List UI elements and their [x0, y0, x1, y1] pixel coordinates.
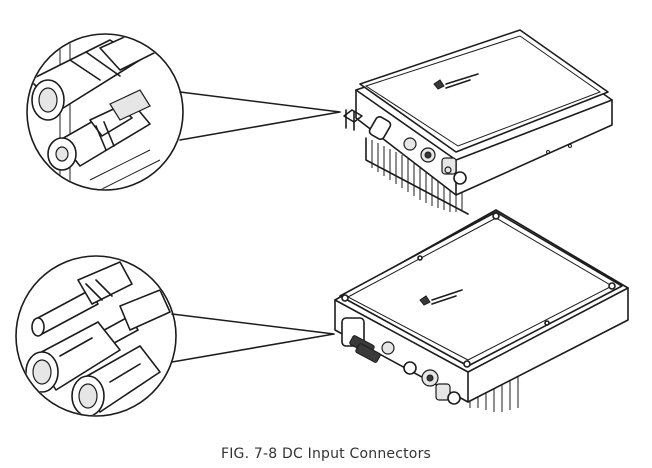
figure-illustration	[15, 29, 629, 417]
figure-caption: FIG. 7-8 DC Input Connectors	[220, 446, 432, 462]
front-panel-bottom	[341, 317, 461, 405]
inverter-bottom	[334, 209, 629, 412]
heatsink-fins-top	[365, 137, 469, 215]
connector-closeup-bottom	[15, 255, 335, 417]
brand-logo-bottom	[419, 289, 463, 306]
connector-closeup-top	[26, 33, 341, 191]
brand-logo-top	[433, 73, 479, 90]
inverter-top	[343, 29, 613, 215]
front-panel-top	[343, 109, 467, 185]
